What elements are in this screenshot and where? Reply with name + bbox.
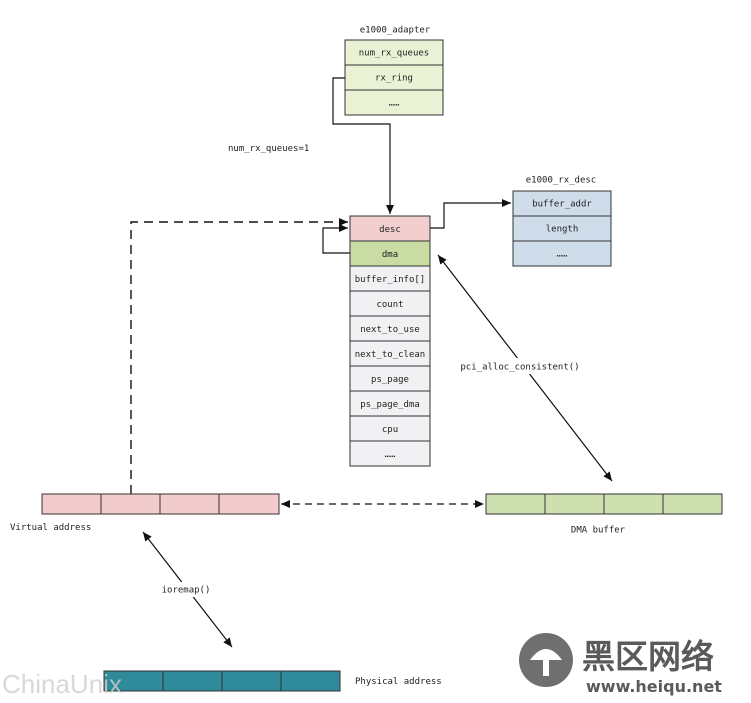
ring-field-ps-page: ps_page xyxy=(371,375,409,385)
dma-buffer-bar xyxy=(485,493,723,515)
dma-buffer-segment xyxy=(485,493,546,515)
dma-buffer-segment xyxy=(662,493,723,515)
rx-desc-field-buffer-addr-box xyxy=(512,190,612,217)
heiqu-logo xyxy=(519,633,573,687)
ring-field-ps-page-dma: ps_page_dma xyxy=(360,400,420,410)
ring-field-ps-page-box xyxy=(349,365,431,392)
num-rx-queues-label: num_rx_queues=1 xyxy=(228,144,309,154)
adapter-field-num-rx-queues-box xyxy=(344,39,444,66)
adapter-struct: num_rx_queues rx_ring …… xyxy=(344,39,444,116)
adapter-field-rx-ring-box xyxy=(344,64,444,91)
watermark-heiqu-url: www.heiqu.net xyxy=(586,677,722,696)
virtual-segment xyxy=(41,493,102,515)
rx-desc-title: e1000_rx_desc xyxy=(526,176,596,186)
heiqu-logo-mushroom xyxy=(530,649,562,676)
rx-ring-struct: desc dma buffer_info[]count next_to_usenext… xyxy=(349,215,431,467)
watermark-chinaunix: ChinaUnix xyxy=(2,669,122,699)
watermark-heiqu-cn: 黑区网络 xyxy=(582,637,714,676)
ring-field-dma: dma xyxy=(382,250,398,260)
adapter-field-ellipsis: …… xyxy=(389,99,400,109)
ring-field-buffer-info-box xyxy=(349,265,431,292)
dma-buffer-segment xyxy=(603,493,664,515)
physical-segment xyxy=(280,670,341,692)
ring-field-cpu-box xyxy=(349,415,431,442)
ioremap-label-bg xyxy=(158,582,214,597)
rx-desc-struct: buffer_addr length …… xyxy=(512,190,612,267)
ring-field-next-to-clean-box xyxy=(349,340,431,367)
virtual-segment xyxy=(218,493,280,515)
ring-field-cpu: cpu xyxy=(382,425,398,435)
ring-field-ellipsis-box xyxy=(349,440,431,467)
rx-desc-field-buffer-addr: buffer_addr xyxy=(532,200,592,210)
rx-desc-field-length: length xyxy=(546,225,579,235)
virtual-segment xyxy=(100,493,161,515)
physical-address-bar xyxy=(103,670,341,692)
virtual-to-desc-dashed-arrow xyxy=(130,218,348,494)
dma-to-desc-arrow xyxy=(322,224,350,254)
virtual-address-label: Virtual address xyxy=(10,523,91,533)
dma-buffer-label: DMA buffer xyxy=(571,526,626,536)
adapter-field-num-rx-queues: num_rx_queues xyxy=(359,49,429,59)
ring-field-buffer-info: buffer_info[] xyxy=(355,275,425,285)
virtual-address-bar xyxy=(41,493,280,515)
rx-ring-to-desc-arrow xyxy=(332,77,394,214)
ring-field-ellipsis: …… xyxy=(385,450,396,460)
physical-segment xyxy=(221,670,282,692)
desc-to-rx-desc-arrow xyxy=(430,199,511,229)
pci-alloc-label-bg xyxy=(455,358,585,374)
ring-field-count: count xyxy=(376,300,403,310)
virtual-segment xyxy=(159,493,220,515)
rx-desc-field-length-box xyxy=(512,215,612,242)
ring-field-desc: desc xyxy=(379,225,401,235)
ring-field-next-to-use: next_to_use xyxy=(360,325,420,335)
ring-field-ps-page-dma-box xyxy=(349,390,431,417)
physical-address-label: Physical address xyxy=(355,677,442,687)
dma-buffer-segment xyxy=(544,493,605,515)
adapter-field-rx-ring: rx_ring xyxy=(375,74,413,84)
ring-field-count-box xyxy=(349,290,431,317)
adapter-field-ellipsis-box xyxy=(344,89,444,116)
pci-alloc-label: pci_alloc_consistent() xyxy=(460,363,579,373)
adapter-title: e1000_adapter xyxy=(360,26,431,36)
ring-field-next-to-clean: next_to_clean xyxy=(355,350,425,360)
rx-desc-field-ellipsis: …… xyxy=(557,250,568,260)
physical-segment xyxy=(162,670,223,692)
ring-field-next-to-use-box xyxy=(349,315,431,342)
ioremap-label: ioremap() xyxy=(162,586,211,596)
